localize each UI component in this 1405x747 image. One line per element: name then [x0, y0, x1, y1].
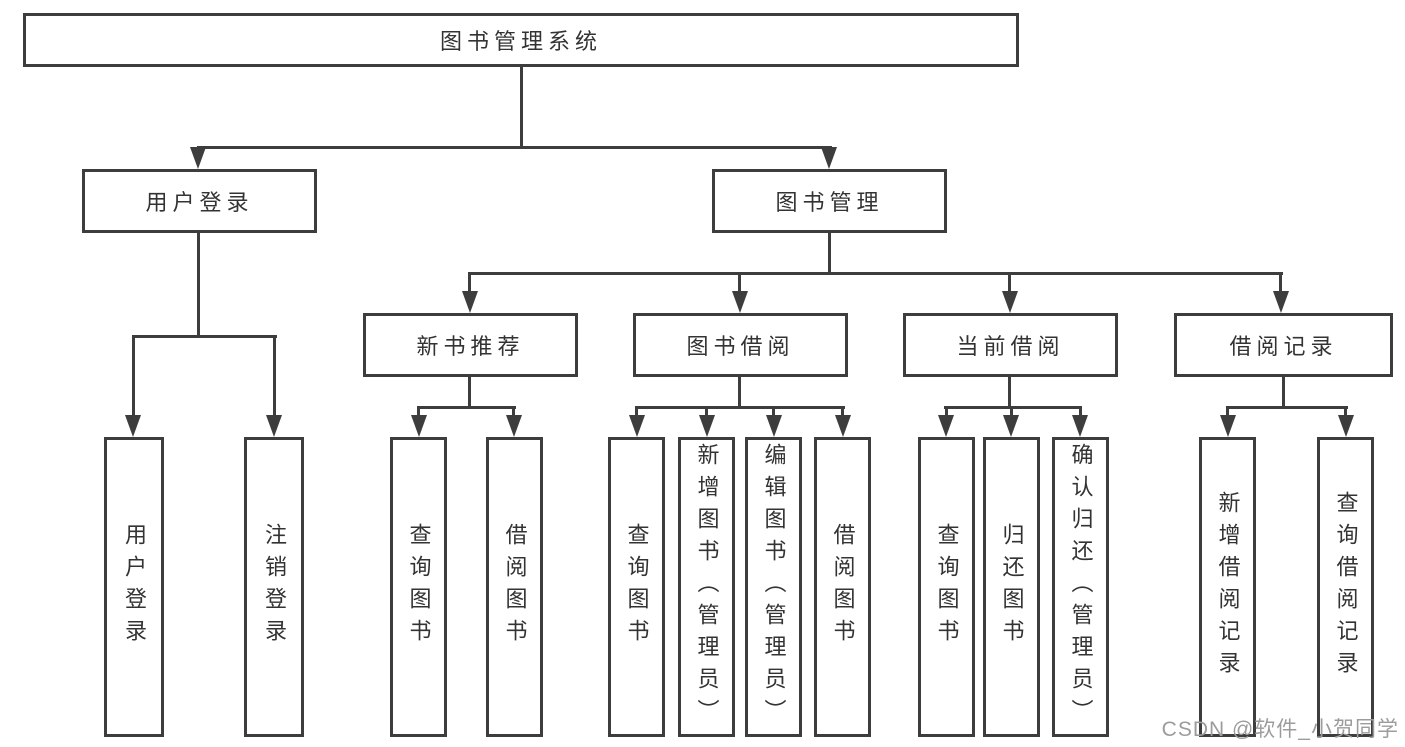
leaf-cb-confirm-return-admin: 确认归还（管理员）	[1052, 437, 1109, 737]
connector-bb-drop	[772, 409, 775, 417]
leaf-br-query-record: 查询借阅记录	[1317, 437, 1374, 737]
leaf-label: 借阅图书	[830, 523, 856, 651]
leaf-bb-add-book-admin: 新增图书（管理员）	[678, 437, 735, 737]
leaf-label: 查询借阅记录	[1333, 491, 1359, 683]
node-book-borrowing: 图书借阅	[633, 313, 848, 377]
connector-cb-bar	[944, 406, 1082, 409]
connector-userlogin-stem	[197, 233, 200, 338]
node-label: 图书借阅	[686, 334, 795, 359]
arrow-down-icon	[506, 415, 522, 437]
connector-br-stem	[1282, 377, 1285, 409]
leaf-label: 归还图书	[999, 523, 1025, 651]
node-library-management-system: 图书管理系统	[23, 13, 1019, 67]
connector-cb-drop	[945, 409, 948, 417]
connector-bookmgmt-bar	[468, 272, 1283, 275]
node-label: 图书管理系统	[439, 29, 602, 54]
connector-bookmgmt-drop	[1279, 275, 1282, 293]
node-label: 用户登录	[145, 190, 254, 215]
connector-bb-stem	[738, 377, 741, 409]
leaf-bb-query-book: 查询图书	[608, 437, 665, 737]
connector-root-bar	[197, 146, 832, 149]
connector-rec-drop	[417, 409, 420, 417]
connector-rec-stem	[468, 377, 471, 409]
node-new-book-recommend: 新书推荐	[363, 313, 578, 377]
connector-rec-bar	[417, 406, 516, 409]
arrow-down-icon	[629, 415, 645, 437]
leaf-label: 借阅图书	[502, 523, 528, 651]
connector-cb-drop	[1079, 409, 1082, 417]
arrow-down-icon	[125, 415, 141, 437]
node-label: 借阅记录	[1229, 334, 1338, 359]
node-label: 新书推荐	[416, 334, 525, 359]
connector-cb-stem	[1008, 377, 1011, 409]
leaf-label: 注销登录	[262, 523, 287, 651]
leaf-bb-borrow-book: 借阅图书	[814, 437, 871, 737]
arrow-down-icon	[766, 415, 782, 437]
arrow-down-icon	[835, 415, 851, 437]
node-current-borrowing: 当前借阅	[903, 313, 1118, 377]
connector-bb-drop	[841, 409, 844, 417]
node-book-management: 图书管理	[712, 169, 947, 233]
leaf-label: 新增图书（管理员）	[694, 443, 720, 731]
arrow-down-icon	[938, 415, 954, 437]
leaf-rec-query-book: 查询图书	[390, 437, 447, 737]
node-label: 当前借阅	[956, 334, 1065, 359]
leaf-label: 确认归还（管理员）	[1068, 443, 1094, 731]
connector-userlogin-bar	[132, 335, 277, 338]
connector-br-bar	[1226, 406, 1348, 409]
arrow-down-icon	[1003, 415, 1019, 437]
arrow-down-icon	[1220, 415, 1236, 437]
arrow-down-icon	[190, 147, 206, 169]
arrow-down-icon	[1273, 291, 1289, 313]
arrow-down-icon	[1072, 415, 1088, 437]
leaf-bb-edit-book-admin: 编辑图书（管理员）	[745, 437, 802, 737]
node-label: 图书管理	[775, 190, 884, 215]
leaf-br-add-record: 新增借阅记录	[1199, 437, 1256, 737]
connector-rec-drop	[512, 409, 515, 417]
arrow-down-icon	[699, 415, 715, 437]
leaf-label: 查询图书	[934, 523, 960, 651]
connector-bookmgmt-drop	[738, 275, 741, 293]
connector-bookmgmt-drop	[1008, 275, 1011, 293]
leaf-label: 查询图书	[624, 523, 650, 651]
arrow-down-icon	[266, 415, 282, 437]
connector-userlogin-drop	[132, 338, 135, 417]
connector-root-stem	[520, 66, 523, 146]
leaf-label: 新增借阅记录	[1215, 491, 1241, 683]
arrow-down-icon	[732, 291, 748, 313]
arrow-down-icon	[1002, 291, 1018, 313]
node-borrowing-records: 借阅记录	[1174, 313, 1393, 377]
leaf-cb-return-book: 归还图书	[983, 437, 1040, 737]
connector-bookmgmt-stem	[828, 233, 831, 275]
arrow-down-icon	[1338, 415, 1354, 437]
connector-userlogin-drop	[273, 338, 276, 417]
connector-cb-drop	[1010, 409, 1013, 417]
leaf-label: 查询图书	[406, 523, 432, 651]
connector-bookmgmt-drop	[468, 275, 471, 293]
connector-br-drop	[1344, 409, 1347, 417]
connector-bb-drop	[705, 409, 708, 417]
arrow-down-icon	[462, 291, 478, 313]
arrow-down-icon	[411, 415, 427, 437]
connector-br-drop	[1226, 409, 1229, 417]
connector-bb-bar	[635, 406, 845, 409]
connector-bb-drop	[635, 409, 638, 417]
node-user-login: 用户登录	[82, 169, 317, 233]
leaf-rec-borrow-book: 借阅图书	[486, 437, 543, 737]
arrow-down-icon	[821, 147, 837, 169]
leaf-label: 编辑图书（管理员）	[761, 443, 787, 731]
leaf-label: 用户登录	[122, 523, 147, 651]
leaf-user-login: 用户登录	[104, 437, 164, 737]
csdn-watermark: CSDN @软件_小贺同学	[1161, 718, 1399, 741]
leaf-cb-query-book: 查询图书	[918, 437, 975, 737]
leaf-logout: 注销登录	[244, 437, 304, 737]
